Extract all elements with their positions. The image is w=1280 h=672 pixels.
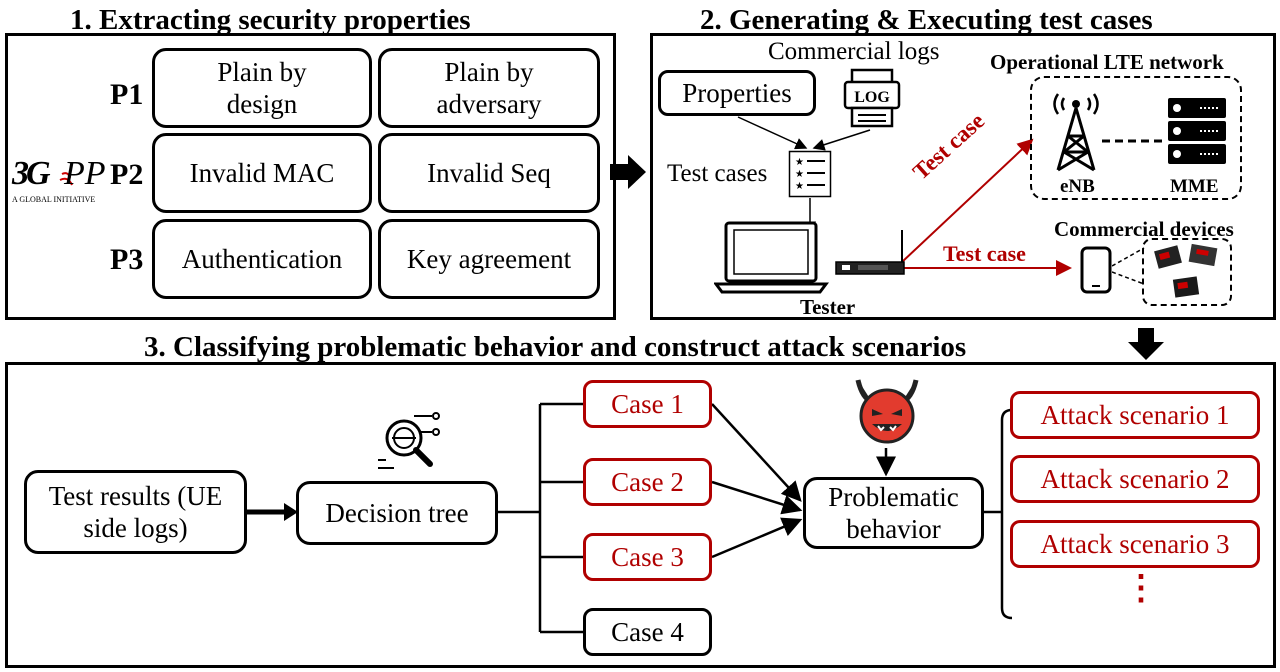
chipset-group [1142,238,1232,306]
property-authentication: Authentication [152,219,372,299]
laptop-icon [713,220,844,301]
svg-text:PP: PP [63,155,106,192]
commercial-logs-label: Commercial logs [768,38,940,65]
analysis-search-icon [374,404,444,479]
testing-panel [650,33,1276,320]
property-invalid-seq: Invalid Seq [378,133,600,213]
section3-title: 3. Classifying problematic behavior and … [144,331,967,363]
attack-scenario-3-box: Attack scenario 3 [1010,520,1260,568]
p1-label: P1 [110,78,144,111]
mme-label: MME [1170,176,1219,197]
lte-network-group [1030,76,1242,200]
attack-scenario-1-box: Attack scenario 1 [1010,391,1260,439]
classification-connectors [247,402,1013,634]
more-scenarios-ellipsis: ⋮ [1124,570,1158,607]
server-icon [1166,96,1228,171]
property-invalid-mac: Invalid MAC [152,133,372,213]
3gpp-logo-sub: A GLOBAL INITIATIVE [12,195,95,204]
case-4-box: Case 4 [583,608,712,656]
log-file-icon: LOG [842,68,902,135]
decision-tree-box: Decision tree [296,481,498,545]
chipset-icons [1154,243,1218,298]
test-case-label-devices: Test case [943,241,1026,266]
problematic-behavior-box: Problematic behavior [803,477,984,549]
cell-tower-icon [1044,86,1108,179]
checklist-icon: ★ ★ ★ [788,150,832,203]
property-plain-by-design: Plain by design [152,48,372,128]
svg-text:★: ★ [795,157,804,168]
svg-text:★: ★ [795,169,804,180]
commercial-devices-label: Commercial devices [1054,217,1234,241]
p3-label: P3 [110,243,144,276]
classification-panel [5,362,1276,668]
section2-title: 2. Generating & Executing test cases [700,4,1153,36]
smartphone-icon [1080,246,1112,299]
test-cases-label: Test cases [667,160,768,187]
3gpp-logo: 3G PP A GLOBAL INITIATIVE [10,148,110,208]
testing-connectors [737,116,1072,276]
devil-attacker-icon [852,374,922,451]
test-results-box: Test results (UE side logs) [24,470,247,554]
properties-box: Properties [658,70,816,116]
backhaul-link [1102,139,1164,143]
property-plain-by-adversary: Plain by adversary [378,48,600,128]
svg-text:★: ★ [795,181,804,192]
flow-arrow-down [1126,326,1166,367]
enb-label: eNB [1060,176,1095,197]
section1-title: 1. Extracting security properties [70,4,471,36]
flow-arrow-right [606,152,648,197]
tester-label: Tester [800,295,856,319]
property-key-agreement: Key agreement [378,219,600,299]
attack-scenario-2-box: Attack scenario 2 [1010,455,1260,503]
device-group-connector [1112,247,1145,285]
case-2-box: Case 2 [583,458,712,506]
case-1-box: Case 1 [583,380,712,428]
lte-network-title: Operational LTE network [990,50,1224,74]
log-icon-text: LOG [854,89,890,106]
svg-text:3G: 3G [11,155,51,192]
sdr-device-icon [834,228,910,283]
p2-label: P2 [110,158,144,191]
case-3-box: Case 3 [583,533,712,581]
